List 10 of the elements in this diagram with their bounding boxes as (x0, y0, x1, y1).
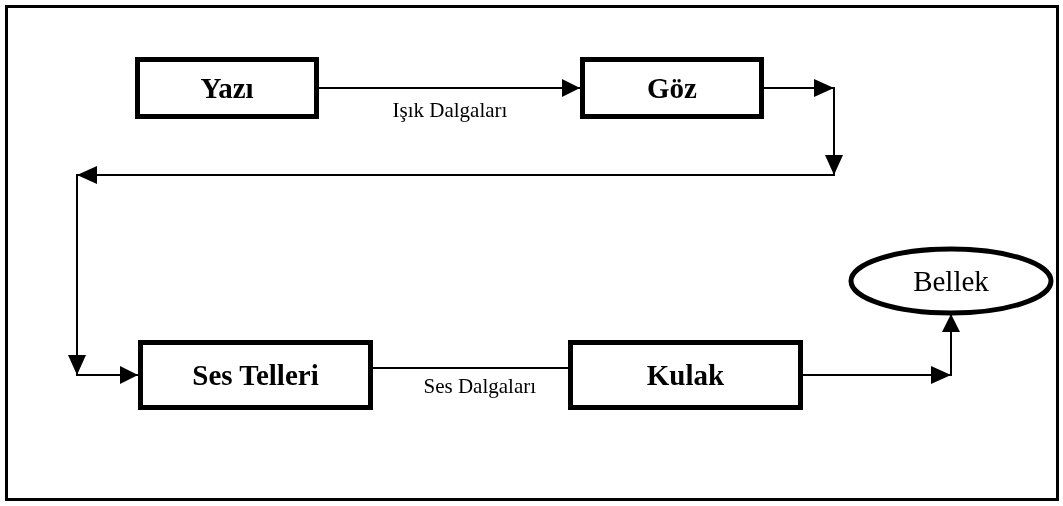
node-label: Ses Telleri (192, 358, 319, 392)
node-label: Göz (647, 71, 697, 105)
process-box (568, 340, 803, 410)
memory-ellipse (848, 246, 1054, 316)
process-box (580, 57, 764, 119)
node-label: Kulak (646, 358, 725, 392)
process-box (138, 340, 373, 410)
node-label: Yazı (200, 71, 254, 105)
node-label: Bellek (913, 264, 989, 298)
process-box (135, 57, 319, 119)
